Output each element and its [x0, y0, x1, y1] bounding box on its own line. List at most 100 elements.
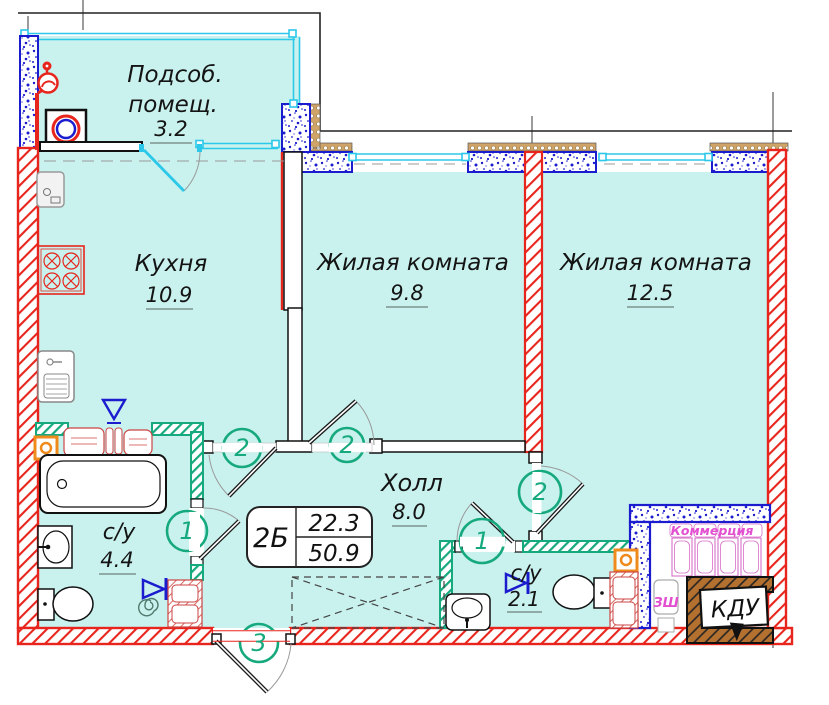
door-arc	[266, 643, 292, 693]
toilet-icon	[552, 574, 612, 610]
wall-green	[190, 564, 204, 581]
kitchen-fixtures	[36, 171, 128, 424]
svg-text:10.9: 10.9	[146, 283, 193, 307]
stamp-flat-type: 2Б	[253, 523, 289, 554]
svg-text:Холл: Холл	[379, 469, 443, 497]
wall-hall-living1	[371, 440, 526, 453]
window-utility-right	[289, 37, 301, 108]
door-mark-label: 3	[251, 629, 266, 657]
building-step-outline	[18, 12, 792, 132]
apartment-stamp: 2Б 22.3 50.9	[246, 506, 373, 568]
drain-spiral-icon	[138, 597, 159, 617]
bath-main-fixtures	[33, 427, 203, 628]
door-mark-circle	[165, 509, 209, 553]
room-label-living1: Жилая комната 9.8	[315, 250, 509, 308]
svg-text:помещ.: помещ.	[128, 92, 218, 118]
door-arc	[208, 454, 230, 497]
door-leaf	[142, 149, 186, 192]
door-mark-label: 2	[339, 431, 354, 459]
water-heater-icon	[167, 579, 203, 628]
walls-bath-main	[35, 422, 204, 581]
water-heater-icon	[609, 571, 639, 629]
svg-text:Жилая комната: Жилая комната	[558, 250, 752, 276]
shaft-fixture	[653, 579, 679, 633]
door-entrance	[211, 633, 296, 694]
wall-green	[35, 422, 69, 436]
kdu-shaft: КДУ	[686, 576, 774, 644]
wall-right	[766, 148, 788, 630]
door-jamb	[514, 540, 524, 553]
svg-text:Жилая комната: Жилая комната	[315, 250, 509, 276]
shaft-label: ЗШ	[653, 596, 678, 611]
wall-block	[467, 151, 526, 173]
door-mark-label: 1	[179, 517, 194, 545]
door-jamb	[139, 144, 144, 152]
wall-block	[711, 151, 769, 173]
door-mark-circle	[238, 622, 280, 664]
utility-door	[139, 144, 202, 192]
svg-text:12.5: 12.5	[627, 281, 674, 305]
wall-end-jamb	[202, 440, 214, 454]
window-living2	[598, 152, 713, 162]
commerce-risers	[669, 523, 763, 577]
wall-left	[16, 146, 40, 630]
fridge-icon	[36, 171, 65, 208]
door-kitchen-left	[208, 446, 278, 498]
washbasin-icon	[37, 525, 73, 569]
room-label-hall: Холл 8.0	[379, 469, 443, 527]
wall-partition-kitchen-lower	[287, 307, 303, 444]
door-kitchen-right	[307, 399, 375, 446]
kdu-label: КДУ	[710, 595, 762, 624]
svg-text:2.1: 2.1	[508, 587, 540, 611]
insulation-strip	[467, 142, 597, 152]
valve-icon	[504, 572, 530, 594]
room-labels: Подсоб. помещ. 3.2 Кухня 10.9 Жилая комн…	[99, 62, 752, 613]
window-living1	[348, 152, 470, 162]
door-arc	[540, 465, 584, 485]
door-arc	[183, 151, 201, 192]
appliance-boxes	[63, 427, 153, 457]
room-label-living2: Жилая комната 12.5	[558, 250, 752, 308]
wall-tee-foot	[275, 440, 313, 453]
door-jamb	[197, 144, 202, 152]
counter-bar	[39, 141, 143, 152]
wall-bottom-left	[16, 626, 215, 646]
bathtub-icon	[39, 454, 167, 514]
svg-text:8.0: 8.0	[392, 500, 425, 524]
room-label-utility: Подсоб. помещ. 3.2	[127, 62, 223, 144]
window-utility-top	[20, 29, 297, 41]
svg-text:Подсоб.: Подсоб.	[127, 62, 222, 88]
stamp-area-living: 22.3	[308, 511, 359, 537]
door-mark-label: 2	[532, 478, 547, 506]
stove-icon	[37, 245, 85, 295]
floor-fills	[36, 36, 770, 630]
valve-icon	[141, 578, 168, 600]
facade-band	[281, 103, 789, 173]
wardrobe-outline	[291, 576, 445, 629]
svg-text:9.8: 9.8	[390, 281, 423, 305]
door-mark-label: 2	[234, 434, 249, 462]
wall-block	[296, 151, 353, 173]
kitchen-sink-icon	[37, 350, 75, 403]
svg-text:3.2: 3.2	[154, 117, 187, 141]
svg-text:4.4: 4.4	[100, 548, 133, 572]
utility-windows	[20, 29, 301, 108]
wall-commerce-top	[628, 503, 772, 524]
utility-fixtures	[35, 61, 290, 192]
walls	[16, 35, 794, 646]
door-mark-label: 1	[474, 527, 489, 555]
insulation-strip	[309, 103, 321, 149]
door-bath-main	[198, 507, 241, 561]
door-jamb	[528, 451, 543, 464]
water-inlet-icon	[100, 398, 128, 424]
kdu-plate: КДУ	[698, 585, 770, 642]
door-jamb	[285, 633, 296, 645]
entrance-threshold-lines	[213, 630, 290, 642]
wall-green	[190, 431, 204, 500]
svg-text:Кухня: Кухня	[135, 251, 208, 277]
door-marks: 2 2 2 1 1 3	[165, 426, 563, 664]
electro-box-icon	[613, 548, 639, 573]
wall-partition-kitchen-upper	[283, 151, 303, 311]
